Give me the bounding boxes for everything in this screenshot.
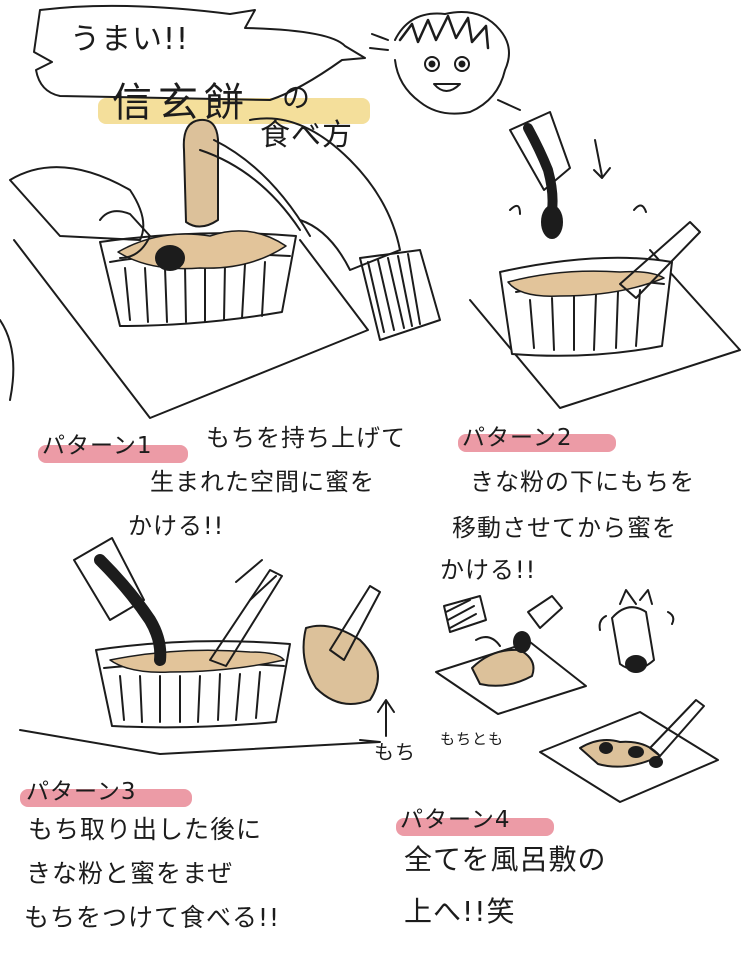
pattern-1-line-2: 生まれた空間に蜜を [150, 468, 375, 496]
character-face [369, 11, 521, 115]
page-title: 信玄餅 [112, 80, 250, 126]
pattern-1-illustration [19, 537, 395, 755]
pattern-3-line-2: きな粉と蜜をまぜ [26, 859, 234, 888]
speech-bubble [33, 4, 366, 101]
scene-top-left [0, 117, 441, 419]
pattern-1-label: パターン1 [42, 433, 153, 459]
pattern-3-line-3: もちをつけて食べる!! [24, 903, 281, 932]
pattern-3-line-1: もち取り出した後に [28, 815, 263, 844]
pattern-3-label: パターン3 [26, 779, 137, 805]
mochi-arrow-label: もち [374, 740, 416, 764]
mochi-small-label: もちとも [440, 730, 505, 748]
pattern-4-line-1: 全てを風呂敷の [404, 843, 607, 876]
pattern-2-highlight [458, 434, 616, 452]
pattern-2-illustration [435, 589, 719, 803]
pattern-2-line-2: 移動させてから蜜を [452, 514, 677, 542]
title-particle: の [282, 81, 312, 114]
pattern-1-line-1: もちを持ち上げて [206, 424, 406, 452]
pattern-2-line-1: きな粉の下にもちを [470, 468, 695, 496]
pattern-2-line-3: かける!! [440, 556, 537, 584]
pattern-3-highlight [20, 789, 192, 807]
title-highlight [98, 98, 370, 124]
pattern-4-highlight [396, 818, 554, 836]
pattern-4-line-2: 上へ!!笑 [404, 895, 516, 928]
pattern-1-highlight [38, 445, 188, 463]
title-suffix: 食べ方 [260, 118, 353, 153]
pattern-2-label: パターン2 [462, 425, 573, 451]
scene-top-right [469, 111, 741, 409]
pattern-1-line-3: かける!! [128, 512, 225, 540]
exclaim-text: うまい!! [70, 22, 190, 57]
pattern-4-label: パターン4 [400, 807, 511, 833]
